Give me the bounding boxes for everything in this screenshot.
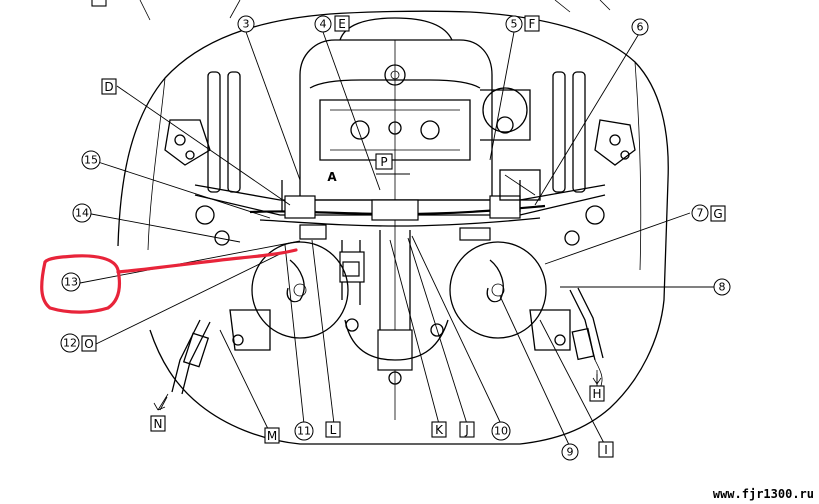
svg-text:8: 8: [719, 281, 726, 294]
svg-text:14: 14: [75, 207, 89, 220]
watermark: www.fjr1300.ru: [700, 484, 819, 504]
callout-6: 6: [631, 18, 649, 36]
callout-3: 3: [237, 15, 255, 33]
callout-9: 9: [561, 443, 579, 461]
lower-side-assemblies: [171, 287, 604, 395]
svg-text:N: N: [154, 417, 163, 431]
svg-text:K: K: [435, 423, 444, 437]
svg-text:12: 12: [63, 337, 77, 350]
svg-text:6: 6: [637, 21, 644, 34]
svg-text:H: H: [592, 387, 601, 401]
callout-7: 7: [691, 204, 709, 222]
svg-text:3: 3: [243, 18, 250, 31]
svg-text:O: O: [84, 337, 93, 351]
svg-text:11: 11: [297, 425, 311, 438]
svg-text:9: 9: [567, 446, 574, 459]
callout-12: 12: [60, 333, 80, 353]
svg-text:F: F: [529, 17, 536, 31]
cylinder-ports: [251, 241, 547, 361]
label-P: P: [375, 153, 393, 170]
label-O: O: [81, 335, 97, 352]
svg-text:L: L: [330, 423, 337, 437]
label-K: K: [431, 421, 447, 438]
callout-15: 15: [81, 150, 101, 170]
callout-10: 10: [491, 421, 511, 441]
label-E: E: [334, 15, 350, 32]
svg-text:A: A: [327, 170, 337, 184]
svg-text:5: 5: [511, 18, 518, 31]
svg-text:G: G: [713, 207, 722, 221]
highlight-annotation: [40, 248, 298, 314]
arrow-H-icon: [592, 370, 602, 385]
label-I: I: [598, 441, 614, 458]
callout-8: 8: [713, 278, 731, 296]
callout-4: 4: [314, 15, 332, 33]
label-G: G: [710, 205, 726, 222]
svg-text:4: 4: [320, 18, 327, 31]
svg-text:10: 10: [494, 425, 508, 438]
leader-lines: [79, 31, 720, 448]
label-M: M: [264, 427, 280, 444]
svg-text:J: J: [464, 423, 469, 437]
fairing-outline: [91, 0, 669, 445]
arrow-N-icon: [153, 393, 169, 411]
callout-13: 13: [61, 272, 81, 292]
label-N: N: [150, 415, 166, 432]
svg-text:15: 15: [84, 154, 98, 167]
svg-text:13: 13: [64, 276, 78, 289]
label-A: A: [327, 170, 337, 184]
svg-text:www.fjr1300.ru: www.fjr1300.ru: [713, 487, 814, 501]
svg-text:I: I: [604, 443, 608, 457]
label-F: F: [524, 15, 540, 32]
callout-5: 5: [505, 15, 523, 33]
callout-11: 11: [294, 421, 314, 441]
engine-upper-assembly: [299, 17, 531, 420]
label-L: L: [325, 421, 341, 438]
callout-14: 14: [72, 203, 92, 223]
svg-text:E: E: [338, 17, 346, 31]
svg-text:P: P: [380, 155, 387, 169]
svg-text:M: M: [267, 429, 277, 443]
svg-text:7: 7: [697, 207, 704, 220]
label-J: J: [459, 421, 475, 438]
wire-harness: [249, 169, 546, 385]
label-D: D: [101, 78, 117, 95]
svg-text:D: D: [104, 80, 113, 94]
label-H: H: [589, 385, 605, 402]
